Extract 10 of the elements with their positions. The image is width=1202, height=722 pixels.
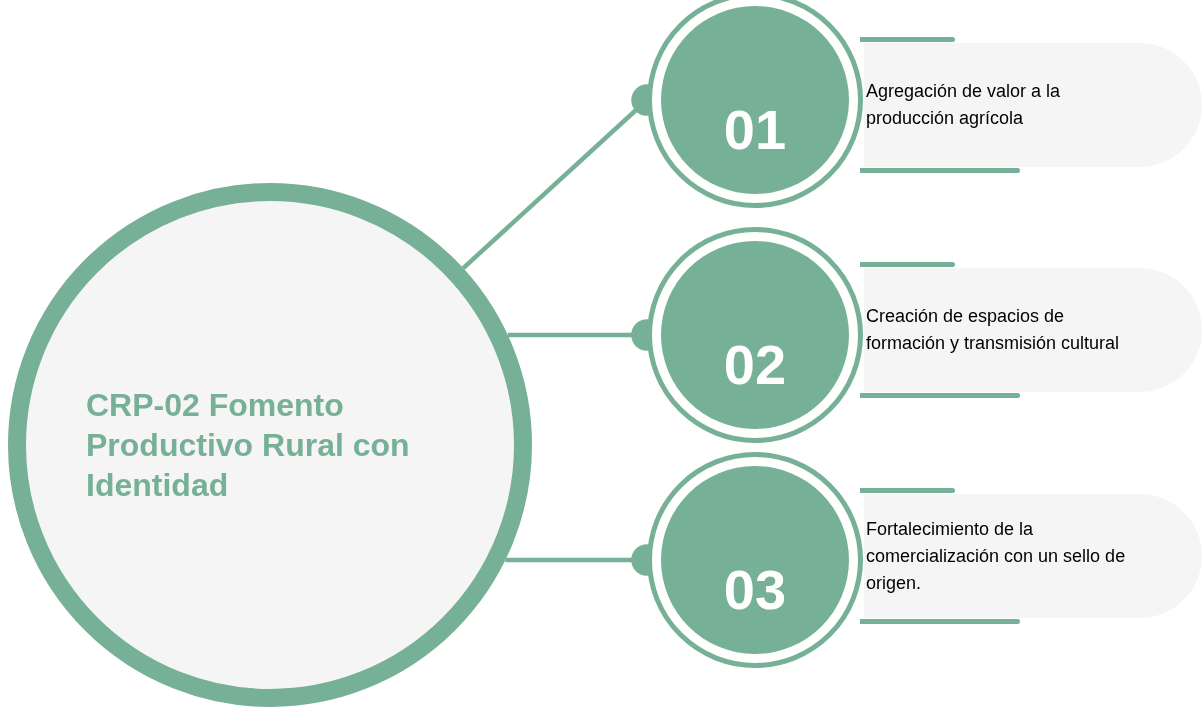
description-pill	[864, 268, 1202, 392]
description-text: Fortalecimiento de la comercialización con un sello de origen.	[866, 517, 1127, 595]
description-text: Agregación de valor a la producción agrícola	[866, 80, 1062, 130]
main-title: CRP-02 Fomento Productivo Rural con Identidad	[86, 386, 411, 505]
step-number: 03	[723, 562, 787, 618]
step-number: 02	[723, 337, 787, 393]
description-pill	[864, 494, 1202, 618]
description-pill	[864, 43, 1202, 167]
description-text: Creación de espacios de formación y transmisión cultural	[866, 305, 1121, 355]
step-number: 01	[723, 102, 787, 158]
